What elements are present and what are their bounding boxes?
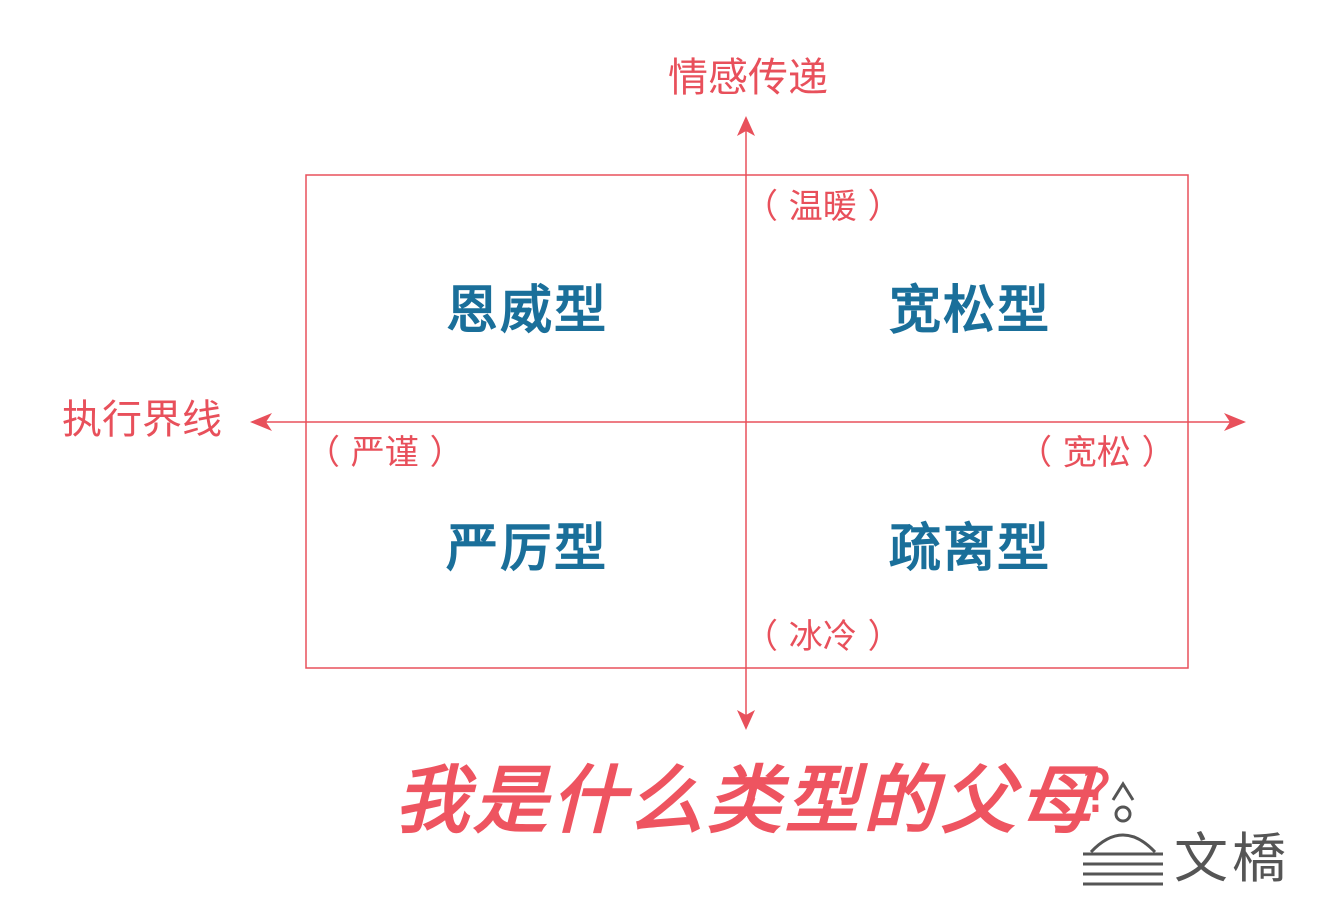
vertical-axis-arrow-up-icon — [737, 116, 755, 136]
logo-bridge-icon — [1083, 781, 1163, 886]
question-mark: ? — [1081, 757, 1113, 827]
vertical-axis-label: 情感传递 — [668, 55, 828, 101]
vertical-axis-arrow-down-icon — [737, 710, 755, 730]
quadrant-top-left-label: 恩威型 — [446, 281, 609, 341]
pole-right-label: （ 宽松 ） — [1018, 433, 1176, 473]
quadrant-bottom-right-label: 疏离型 — [889, 519, 1052, 579]
horizontal-axis-label: 执行界线 — [62, 397, 222, 443]
pole-left-label: （ 严谨 ） — [306, 433, 464, 473]
horizontal-axis-arrow-right-icon — [1224, 413, 1246, 431]
pole-bottom-label: （ 冰冷 ） — [744, 617, 902, 657]
horizontal-axis-arrow-left-icon — [250, 413, 272, 431]
quadrant-top-right-label: 宽松型 — [889, 281, 1052, 341]
page-title-text: 我是什么类型的父母 — [395, 758, 1097, 844]
quadrant-bottom-left-label: 严厉型 — [446, 519, 609, 579]
pole-top-label: （ 温暖 ） — [744, 187, 902, 227]
page-title: 我是什么类型的父母? — [395, 762, 1113, 838]
logo-text: 文橋 — [1174, 827, 1290, 890]
